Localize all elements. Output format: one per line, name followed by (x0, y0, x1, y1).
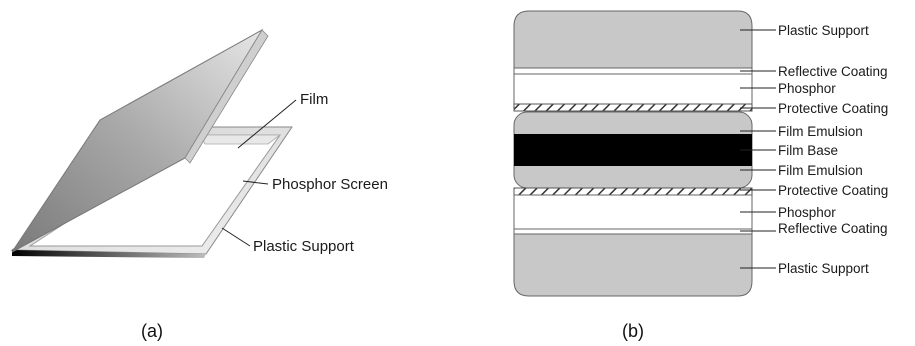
top-protective-coating (513, 103, 753, 112)
bottom-reflective-coating (513, 228, 753, 235)
layer-label-plastic-support-bottom: Plastic Support (778, 261, 869, 276)
bottom-protective-coating (513, 187, 753, 196)
panel-b-cross-section: Plastic Support Reflective Coating Phosp… (513, 10, 888, 341)
phosphor-screen-leader (242, 180, 269, 185)
layer-label-phosphor-bottom: Phosphor (778, 205, 836, 220)
layer-label-phosphor-top: Phosphor (778, 81, 836, 96)
panel-a-cassette: Film Phosphor Screen Plastic Support (a) (10, 28, 388, 341)
caption-a: (a) (141, 321, 163, 341)
plastic-support-label: Plastic Support (253, 238, 355, 255)
plastic-support-leader (221, 227, 251, 247)
film-label: Film (300, 91, 328, 108)
layer-label-reflective-coating-top: Reflective Coating (778, 64, 888, 79)
top-plastic-support (513, 10, 753, 69)
bottom-phosphor (513, 194, 753, 230)
cassette-edge (12, 250, 206, 258)
layer-label-protective-coating-bottom: Protective Coating (778, 183, 888, 198)
layer-label-film-emulsion-bottom: Film Emulsion (778, 163, 863, 178)
bottom-plastic-support (513, 233, 753, 297)
layer-label-film-emulsion-top: Film Emulsion (778, 124, 863, 139)
top-reflective-coating (513, 67, 753, 75)
layer-label-protective-coating-top: Protective Coating (778, 101, 888, 116)
caption-b: (b) (622, 321, 644, 341)
layer-label-plastic-support-top: Plastic Support (778, 23, 869, 38)
lid-edge (184, 29, 269, 164)
phosphor-screen-label: Phosphor Screen (272, 176, 388, 193)
film-sheet (199, 134, 282, 145)
layer-label-film-base: Film Base (778, 143, 838, 158)
film-leader (237, 99, 297, 149)
top-phosphor (513, 73, 753, 105)
film-base (514, 134, 752, 166)
layer-label-reflective-coating-bottom: Reflective Coating (778, 221, 888, 236)
